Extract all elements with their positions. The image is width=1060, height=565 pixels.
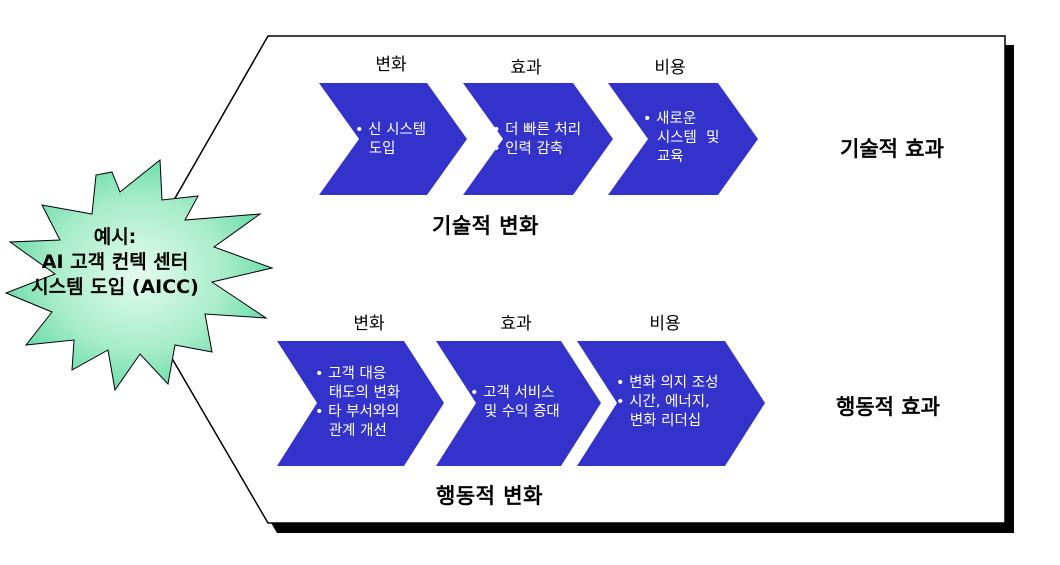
top-chevron-change	[319, 83, 467, 195]
starburst-line-3: 시스템 도입 (AICC)	[31, 276, 199, 298]
text-line: • 고객 대응	[315, 366, 387, 382]
top-chevron-cost-text: • 새로운 시스템 및 교육	[643, 110, 719, 167]
text-line: • 더 빠른 처리	[492, 122, 582, 138]
text-line: • 고객 서비스	[470, 385, 555, 401]
starburst-line-2: AI 고객 컨텍 센터	[41, 251, 189, 273]
bottom-effect-label: 행동적 효과	[836, 395, 940, 419]
text-line: • 변화 의지 조성	[616, 375, 719, 391]
text-line: • 신 시스템	[355, 122, 427, 138]
text-line: 교육	[643, 149, 684, 165]
top-chevron-cost	[608, 83, 758, 195]
text-line: • 시간, 에너지,	[616, 394, 710, 410]
bottom-chevron-change	[277, 341, 444, 466]
top-chevron-effect	[463, 83, 613, 195]
top-effect-label: 기술적 효과	[840, 137, 944, 161]
text-line: 및 수익 증대	[470, 404, 560, 420]
bottom-chevron-effect	[436, 341, 601, 466]
top-chevron-change-text: • 신 시스템 도입	[355, 121, 426, 159]
bottom-chevron-cost	[577, 341, 765, 466]
bottom-header-effect: 효과	[500, 314, 532, 334]
starburst-line-1: 예시:	[93, 226, 137, 248]
text-line: • 인력 감축	[492, 141, 564, 157]
text-line: 관계 개선	[315, 423, 387, 439]
text-line: • 새로운	[643, 111, 697, 127]
top-header-cost: 비용	[654, 58, 686, 78]
bottom-section-label: 행동적 변화	[436, 484, 543, 508]
bottom-chevron-cost-text: • 변화 의지 조성 • 시간, 에너지, 변화 리더십	[616, 374, 718, 431]
text-line: 시스템 및	[643, 130, 720, 146]
top-header-change: 변화	[375, 55, 407, 75]
text-line: 변화 리더십	[616, 413, 702, 429]
top-header-effect: 효과	[510, 58, 542, 78]
example-starburst	[4, 158, 274, 392]
text-line: 도입	[355, 141, 396, 157]
text-line: 태도의 변화	[315, 385, 401, 401]
bottom-header-change: 변화	[353, 314, 385, 334]
starburst-caption: 예시: AI 고객 컨텍 센터 시스템 도입 (AICC)	[10, 225, 220, 300]
text-line: • 타 부서와의	[315, 404, 400, 420]
bottom-header-cost: 비용	[649, 314, 681, 334]
bottom-chevron-effect-text: • 고객 서비스 및 수익 증대	[470, 384, 560, 422]
top-section-label: 기술적 변화	[432, 214, 539, 238]
top-chevron-effect-text: • 더 빠른 처리 • 인력 감축	[492, 121, 581, 159]
bottom-chevron-change-text: • 고객 대응 태도의 변화 • 타 부서와의 관계 개선	[315, 365, 400, 441]
